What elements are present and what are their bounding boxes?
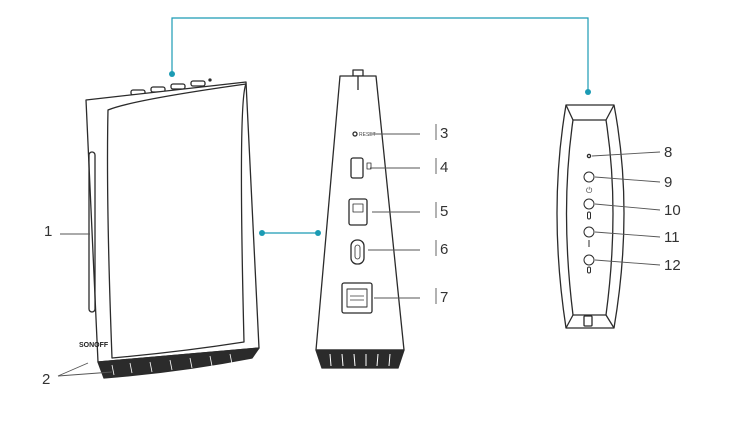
usb-c-port xyxy=(350,239,365,265)
callout-7: 7 xyxy=(440,289,448,306)
callout-10: 10 xyxy=(664,202,681,219)
front-view: SONOFF xyxy=(79,78,260,379)
connector-dots xyxy=(169,71,591,236)
connector-dot xyxy=(315,230,321,236)
front-body-outline xyxy=(85,81,260,363)
button-microphone xyxy=(583,254,595,266)
callout-12: 12 xyxy=(664,257,681,274)
leader-10 xyxy=(594,203,661,211)
reset-text: RESET xyxy=(359,132,376,138)
button-power xyxy=(583,171,595,183)
reset-hole xyxy=(352,131,358,137)
ethernet-socket xyxy=(346,288,368,308)
base-grille xyxy=(97,347,260,379)
thermometer-icon xyxy=(587,211,591,220)
indicator-light xyxy=(586,153,592,159)
button-temperature xyxy=(583,198,595,210)
callout-11: 11 xyxy=(664,229,680,246)
grille-lines xyxy=(111,353,233,376)
callout-6: 6 xyxy=(440,241,448,258)
leader-9 xyxy=(594,176,661,183)
button-antenna xyxy=(583,226,595,238)
leader-lines xyxy=(57,124,661,377)
callout-4: 4 xyxy=(440,159,448,176)
callout-9: 9 xyxy=(664,174,672,191)
connector-dot xyxy=(259,230,265,236)
bottom-tab xyxy=(583,315,593,327)
ethernet-port xyxy=(341,282,373,314)
leader-8 xyxy=(591,151,661,157)
side-top-cap xyxy=(352,69,364,77)
power-icon: ⏻ xyxy=(586,186,593,195)
top-view: ⏻ xyxy=(556,104,625,329)
micro-sd-icon xyxy=(366,162,372,170)
top-view-connector xyxy=(171,17,589,92)
callout-3: 3 xyxy=(440,125,448,142)
side-view: RESET xyxy=(315,69,405,369)
callout-labels: 1 2 3 4 5 6 7 8 9 10 11 12 xyxy=(42,125,681,388)
status-led xyxy=(208,78,212,82)
leader-2b xyxy=(57,371,113,377)
leader-11 xyxy=(594,231,661,238)
connector-dot xyxy=(585,89,591,95)
leader-2a xyxy=(57,362,89,377)
brand-logo: SONOFF xyxy=(79,342,109,349)
microphone-icon xyxy=(587,266,591,274)
top-button xyxy=(190,80,206,87)
side-grille-lines xyxy=(329,353,391,367)
usb-c-tongue xyxy=(354,244,361,260)
callout-2: 2 xyxy=(42,371,50,388)
top-buttons-row: ⏻ xyxy=(583,171,595,274)
micro-sd-slot xyxy=(350,157,364,179)
side-base-grille xyxy=(315,349,405,369)
leader-12 xyxy=(594,259,661,266)
side-body-outline xyxy=(315,75,405,351)
callout-5: 5 xyxy=(440,203,448,220)
callout-8: 8 xyxy=(664,144,672,161)
front-slot xyxy=(88,151,96,313)
connector-dot xyxy=(169,71,175,77)
view-connector-lines xyxy=(171,17,589,234)
callout-1: 1 xyxy=(44,223,52,240)
top-button xyxy=(170,83,186,90)
usb-a-tongue xyxy=(352,203,364,213)
front-panel-curve xyxy=(106,83,247,359)
usb-a-port xyxy=(348,198,368,226)
